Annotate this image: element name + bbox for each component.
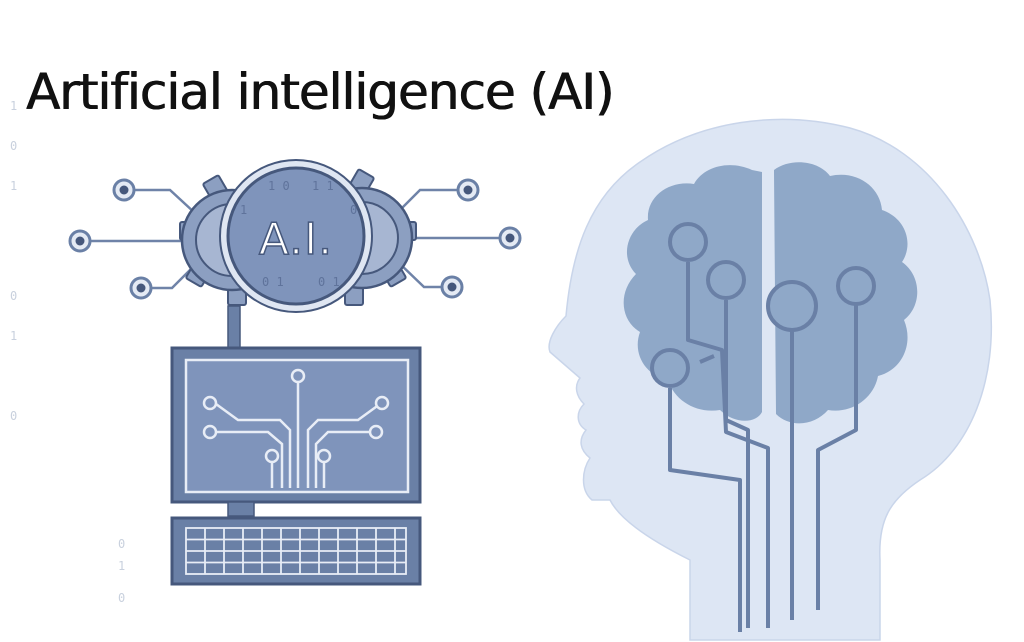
gear-circuit-nodes [68, 178, 522, 300]
circuit-nodes [650, 222, 876, 388]
svg-text:1: 1 [10, 99, 17, 113]
ai-computer-group: 1 0 1 1 0 1 0 1 1 0 A.I. [10, 99, 522, 605]
svg-text:0 1: 0 1 [318, 275, 340, 289]
gear-stand [227, 305, 241, 351]
svg-text:0: 0 [118, 591, 125, 605]
circuit-icon [668, 262, 858, 632]
svg-text:0: 0 [10, 139, 17, 153]
svg-text:0: 0 [10, 409, 17, 423]
svg-text:1: 1 [240, 203, 247, 217]
monitor-base [227, 501, 255, 517]
svg-text:0: 0 [350, 203, 357, 217]
computer-monitor-icon [170, 346, 422, 504]
page-title: Artificial intelligence (AI) [26, 63, 614, 121]
svg-text:1 0: 1 0 [268, 179, 290, 193]
svg-text:0 1: 0 1 [262, 275, 284, 289]
human-head-group [548, 118, 993, 641]
circuit-node-icon [668, 222, 708, 262]
human-head-icon [548, 118, 993, 641]
background-binary: 1 0 1 0 1 0 0 1 0 [10, 99, 125, 605]
svg-text:1: 1 [10, 329, 17, 343]
ai-gear-icon: 1 0 1 1 0 1 0 1 1 0 A.I. [219, 159, 373, 313]
circuit-node-icon [706, 260, 746, 300]
svg-text:0: 0 [10, 289, 17, 303]
svg-text:0: 0 [118, 537, 125, 551]
svg-text:1: 1 [10, 179, 17, 193]
svg-text:1: 1 [118, 559, 125, 573]
circuit-icon [215, 382, 381, 488]
keyboard-icon [170, 516, 422, 586]
circuit-node-icon [836, 266, 876, 306]
svg-text:1 1: 1 1 [312, 179, 334, 193]
circuit-node-icon [766, 280, 818, 332]
circuit-node-icon [650, 348, 690, 388]
ai-gear-label: A.I. [259, 214, 333, 265]
